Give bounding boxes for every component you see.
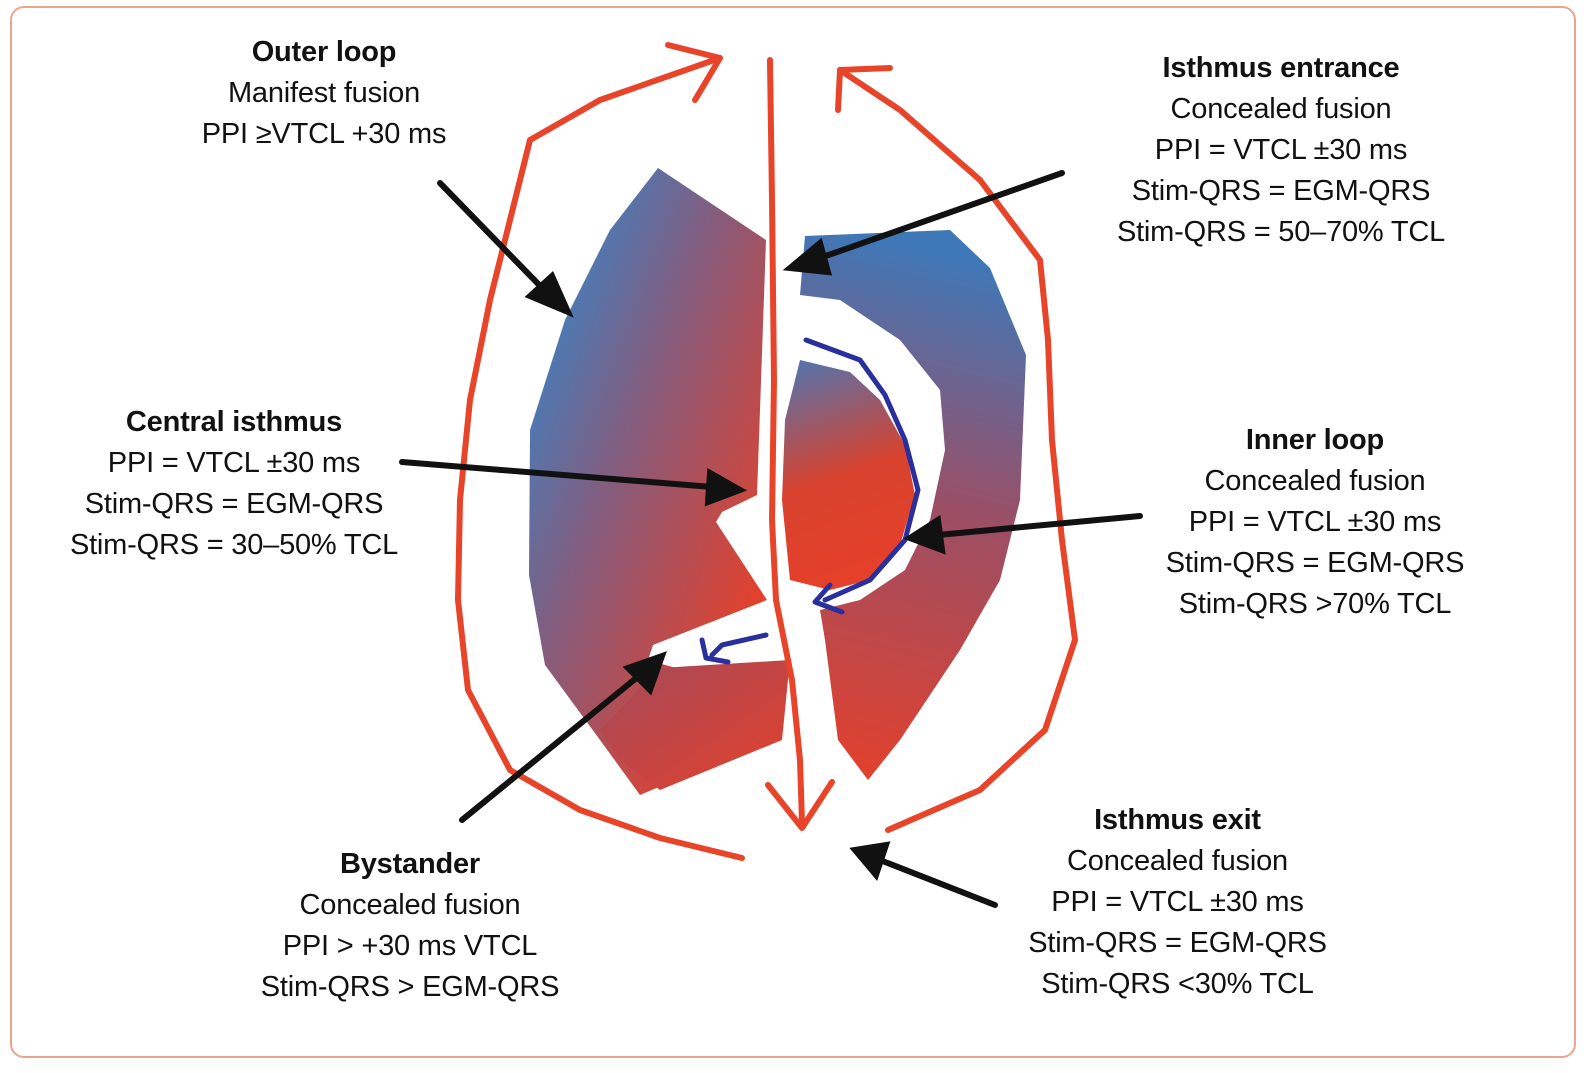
inner-loop-label: Inner loop Concealed fusion PPI = VTCL ±… <box>1120 420 1510 625</box>
outer-loop-line-2: PPI ≥VTCL +30 ms <box>165 114 483 155</box>
bystander-path <box>712 635 766 655</box>
central-isthmus-line-3: Stim-QRS = 30–50% TCL <box>28 525 440 566</box>
isthmus-entrance-label: Isthmus entrance Concealed fusion PPI = … <box>1072 48 1490 253</box>
outer-loop-title: Outer loop <box>165 32 483 73</box>
inner-loop-pointer-head <box>910 520 942 550</box>
isthmus-entrance-line-4: Stim-QRS = 50–70% TCL <box>1072 212 1490 253</box>
inner-loop-line-2: PPI = VTCL ±30 ms <box>1120 502 1510 543</box>
inner-loop-title: Inner loop <box>1120 420 1510 461</box>
bystander-title: Bystander <box>220 844 600 885</box>
bystander-line-2: PPI > +30 ms VTCL <box>220 926 600 967</box>
isthmus-exit-title: Isthmus exit <box>985 800 1370 841</box>
isthmus-exit-label: Isthmus exit Concealed fusion PPI = VTCL… <box>985 800 1370 1005</box>
isthmus-entrance-line-1: Concealed fusion <box>1072 89 1490 130</box>
bystander-label: Bystander Concealed fusion PPI > +30 ms … <box>220 844 600 1008</box>
isthmus-exit-line-3: Stim-QRS = EGM-QRS <box>985 923 1370 964</box>
bystander-line-1: Concealed fusion <box>220 885 600 926</box>
inner-loop-line-3: Stim-QRS = EGM-QRS <box>1120 543 1510 584</box>
inner-loop-line-4: Stim-QRS >70% TCL <box>1120 584 1510 625</box>
central-isthmus-title: Central isthmus <box>28 402 440 443</box>
central-isthmus-label: Central isthmus PPI = VTCL ±30 ms Stim-Q… <box>28 402 440 566</box>
isthmus-exit-pointer <box>880 860 995 905</box>
outer-loop-label: Outer loop Manifest fusion PPI ≥VTCL +30… <box>165 32 483 155</box>
central-isthmus-line-1: PPI = VTCL ±30 ms <box>28 443 440 484</box>
outer-loop-line-1: Manifest fusion <box>165 73 483 114</box>
isthmus-exit-line-4: Stim-QRS <30% TCL <box>985 964 1370 1005</box>
isthmus-entrance-line-3: Stim-QRS = EGM-QRS <box>1072 171 1490 212</box>
isthmus-exit-line-2: PPI = VTCL ±30 ms <box>985 882 1370 923</box>
isthmus-entrance-line-2: PPI = VTCL ±30 ms <box>1072 130 1490 171</box>
bystander-line-3: Stim-QRS > EGM-QRS <box>220 967 600 1008</box>
isthmus-entrance-title: Isthmus entrance <box>1072 48 1490 89</box>
inner-loop-line-1: Concealed fusion <box>1120 461 1510 502</box>
isthmus-exit-pointer-head <box>855 845 886 875</box>
inner-core-region <box>782 360 915 590</box>
isthmus-exit-line-1: Concealed fusion <box>985 841 1370 882</box>
central-isthmus-line-2: Stim-QRS = EGM-QRS <box>28 484 440 525</box>
